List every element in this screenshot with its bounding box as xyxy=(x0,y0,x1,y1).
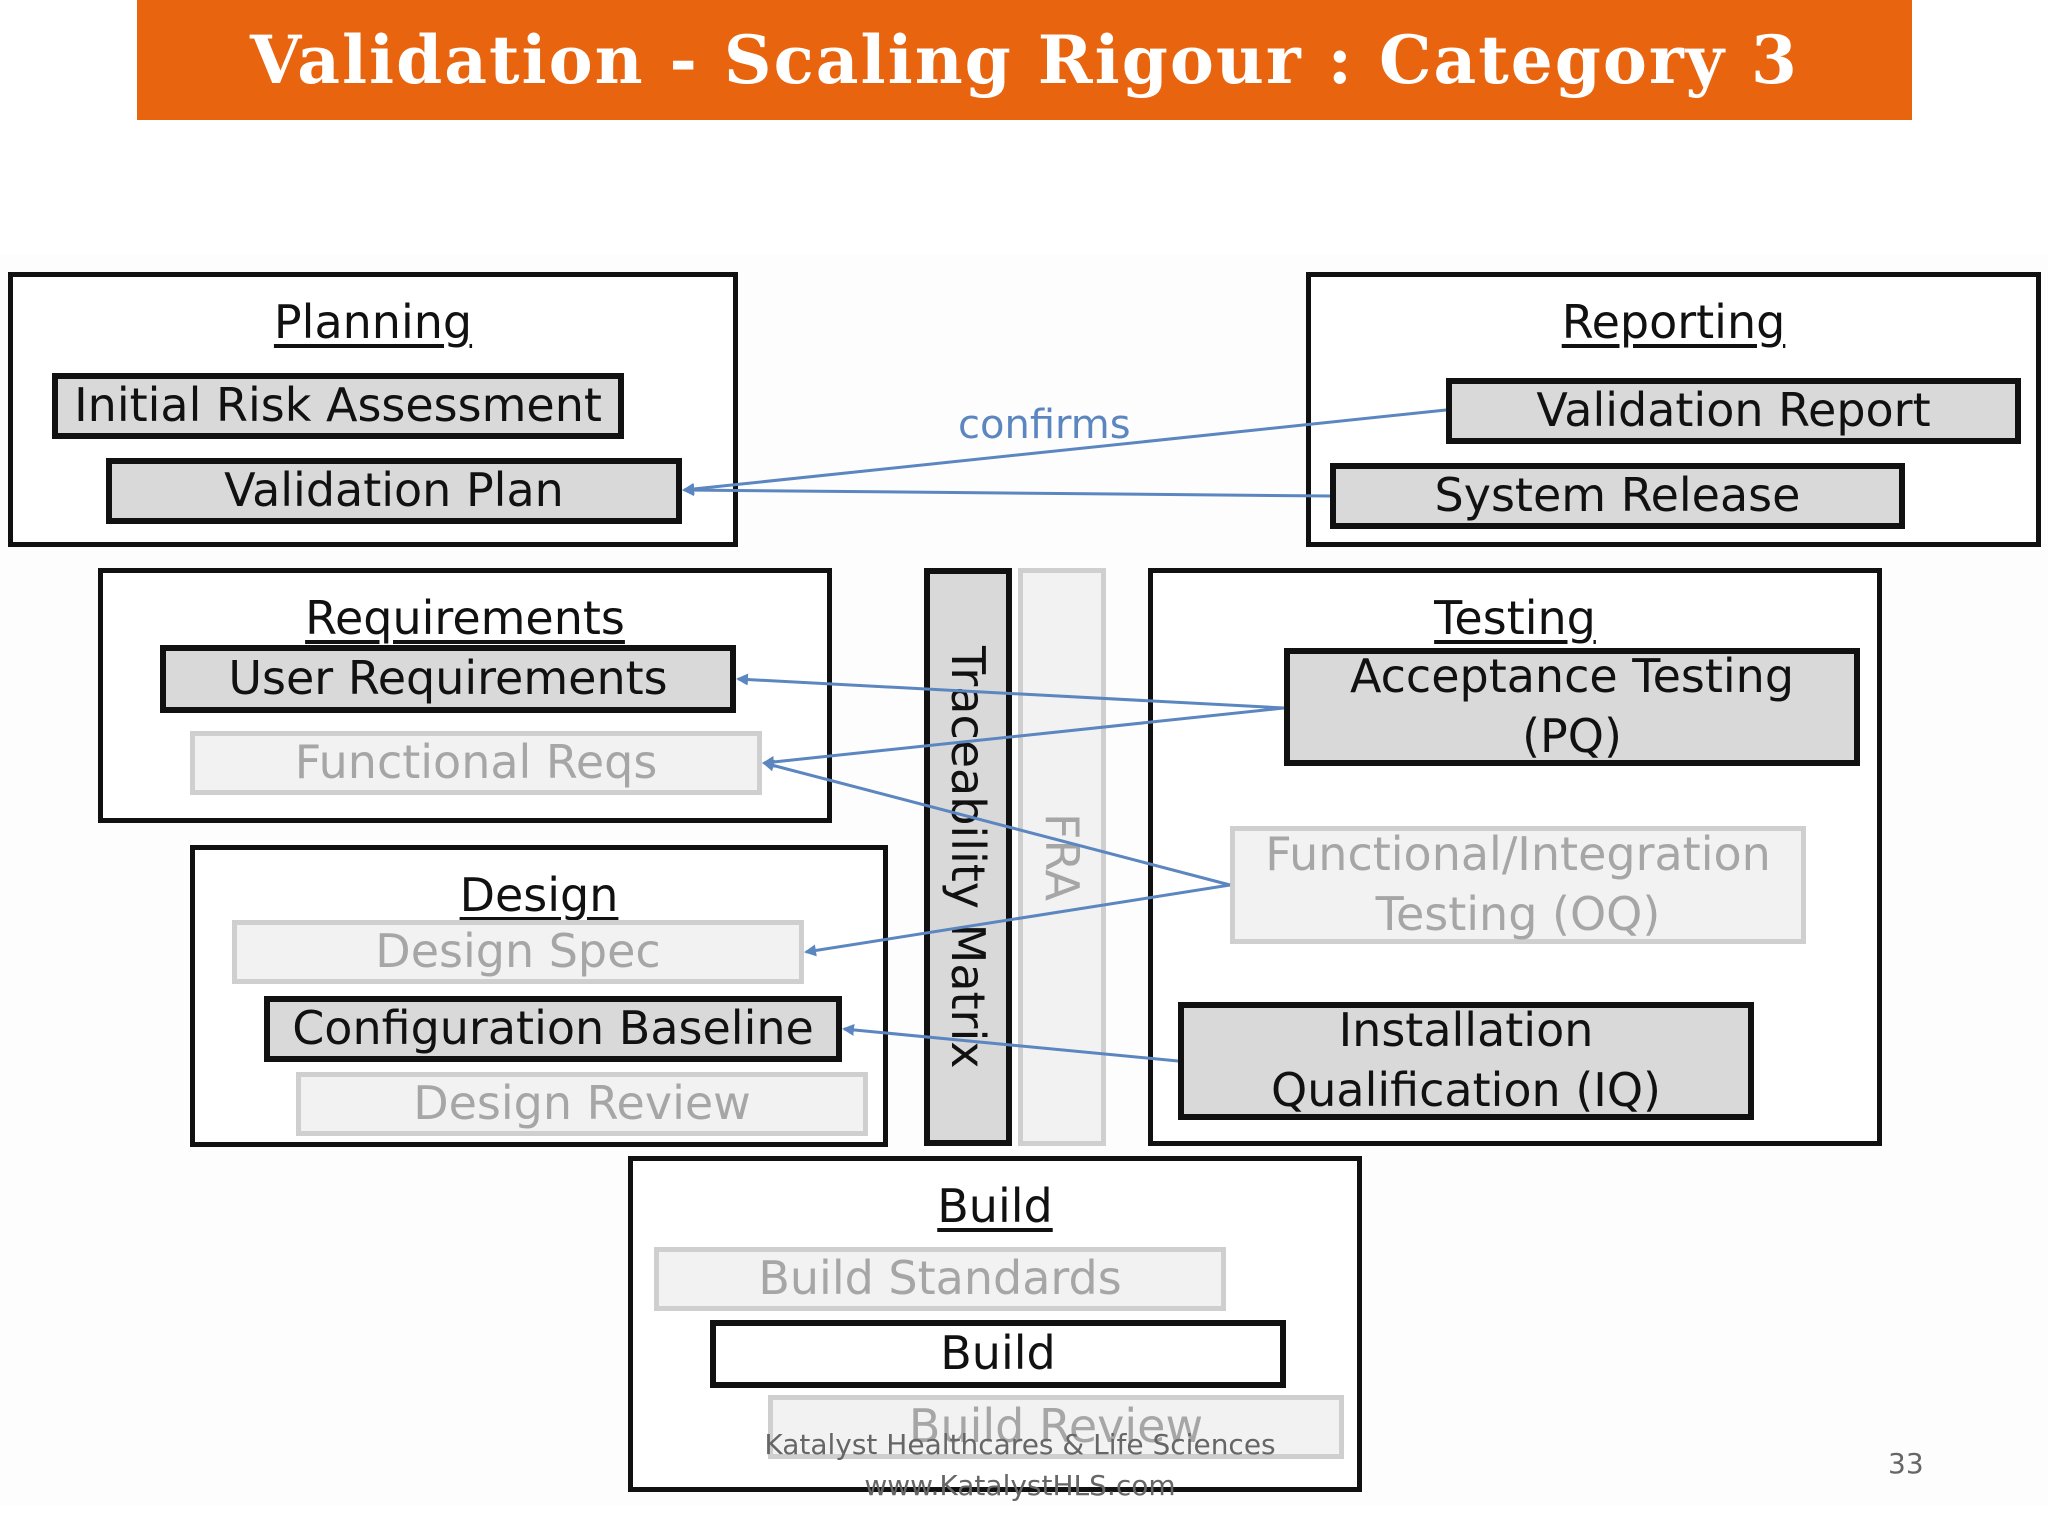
acceptance-testing-box: Acceptance Testing (PQ) xyxy=(1284,648,1860,766)
traceability-matrix-label: Traceability Matrix xyxy=(941,645,995,1069)
build-title: Build xyxy=(937,1179,1053,1233)
design-review-box: Design Review xyxy=(296,1072,868,1136)
footer-website: www.KatalystHLS.com xyxy=(864,1468,1176,1502)
design-title: Design xyxy=(459,868,619,922)
build-review-box: Build Review xyxy=(768,1395,1344,1459)
system-release-box: System Release xyxy=(1330,463,1905,529)
traceability-matrix-bar: Traceability Matrix xyxy=(924,568,1012,1146)
configuration-baseline-box: Configuration Baseline xyxy=(264,996,842,1062)
footer: Katalyst Healthcares & Life Sciences www… xyxy=(740,1425,1300,1506)
user-requirements-box: User Requirements xyxy=(160,645,736,713)
page-number: 33 xyxy=(1888,1447,1924,1480)
validation-plan-box: Validation Plan xyxy=(106,458,682,524)
functional-reqs-box: Functional Reqs xyxy=(190,731,762,795)
requirements-title: Requirements xyxy=(305,591,625,645)
build-standards-box: Build Standards xyxy=(654,1247,1226,1311)
fra-bar: FRA xyxy=(1018,568,1106,1146)
testing-title: Testing xyxy=(1434,591,1596,645)
design-spec-box: Design Spec xyxy=(232,920,804,984)
title-bar: Validation - Scaling Rigour : Category 3 xyxy=(137,0,1912,120)
fra-label: FRA xyxy=(1035,812,1089,902)
footer-company: Katalyst Healthcares & Life Sciences xyxy=(764,1428,1276,1461)
initial-risk-assessment-box: Initial Risk Assessment xyxy=(52,373,624,439)
reporting-title: Reporting xyxy=(1561,295,1786,349)
installation-qualification-box: Installation Qualification (IQ) xyxy=(1178,1002,1754,1120)
build-box: Build xyxy=(710,1320,1286,1388)
functional-integration-testing-box: Functional/Integration Testing (OQ) xyxy=(1230,826,1806,944)
slide-title: Validation - Scaling Rigour : Category 3 xyxy=(250,21,1799,99)
validation-report-box: Validation Report xyxy=(1446,378,2021,444)
planning-title: Planning xyxy=(273,295,473,349)
